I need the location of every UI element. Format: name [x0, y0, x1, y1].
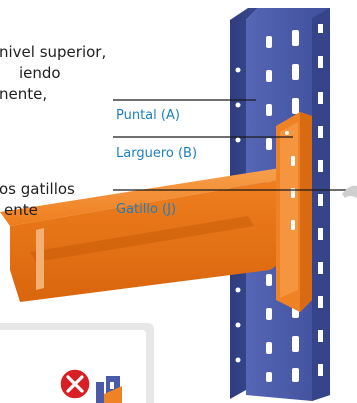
body-text-line: iendo	[19, 64, 61, 82]
beam-lip	[30, 216, 254, 262]
callout-larguero: Larguero (B)	[116, 146, 198, 161]
upright-edge-notches	[318, 24, 323, 376]
beam-connector-edge	[300, 112, 312, 312]
beam-top-face	[0, 168, 292, 226]
beam-step	[36, 228, 44, 290]
callout-puntal: Puntal (A)	[116, 108, 180, 123]
body-text-line: os gatillos	[0, 180, 75, 198]
body-text-lower: os gatillos ente	[0, 179, 75, 221]
x-mark-icon	[59, 368, 91, 400]
beam	[0, 112, 312, 312]
beam-rivet	[285, 131, 289, 135]
callout-gatillo: Gatillo (J)	[116, 202, 177, 217]
gatillo-pointer-shape	[342, 185, 357, 198]
body-text-line: nivel superior,	[0, 43, 107, 61]
body-text-line: ente	[4, 201, 38, 219]
inset-image	[92, 376, 137, 403]
body-text-upper: nivel superior, iendo nente,	[0, 42, 106, 105]
body-text-line: nente,	[0, 85, 48, 103]
